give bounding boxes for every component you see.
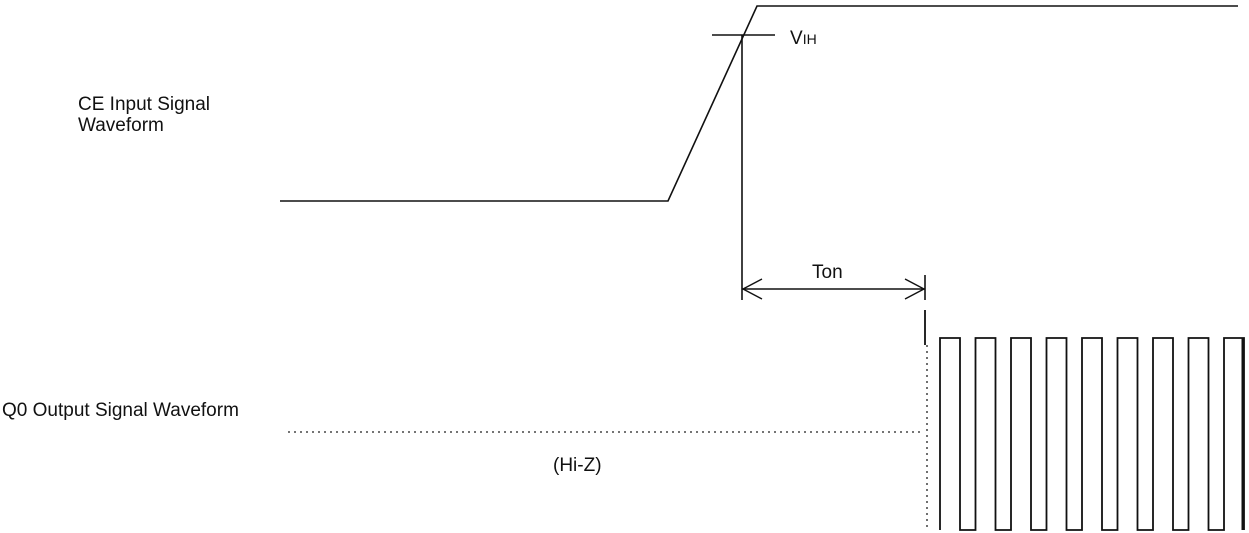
hi-z-label: (Hi-Z) <box>553 455 602 476</box>
q0-square-wave-path <box>940 338 1244 530</box>
vih-label: VIH <box>790 28 817 50</box>
ton-label-sub: on <box>821 262 843 283</box>
ton-label: Ton <box>812 262 843 284</box>
ce-input-label-line2: Waveform <box>78 115 164 136</box>
q0-output-waveform <box>940 338 1244 530</box>
ton-arrow-left <box>743 279 762 299</box>
ce-input-waveform <box>280 6 1238 201</box>
q0-output-label: Q0 Output Signal Waveform <box>2 400 239 421</box>
ton-arrow-right <box>905 279 924 299</box>
vih-label-main: V <box>790 28 803 49</box>
vih-label-sub: IH <box>802 31 817 47</box>
ton-label-main: T <box>812 262 822 283</box>
ce-input-label-line1: CE Input Signal <box>78 94 211 115</box>
